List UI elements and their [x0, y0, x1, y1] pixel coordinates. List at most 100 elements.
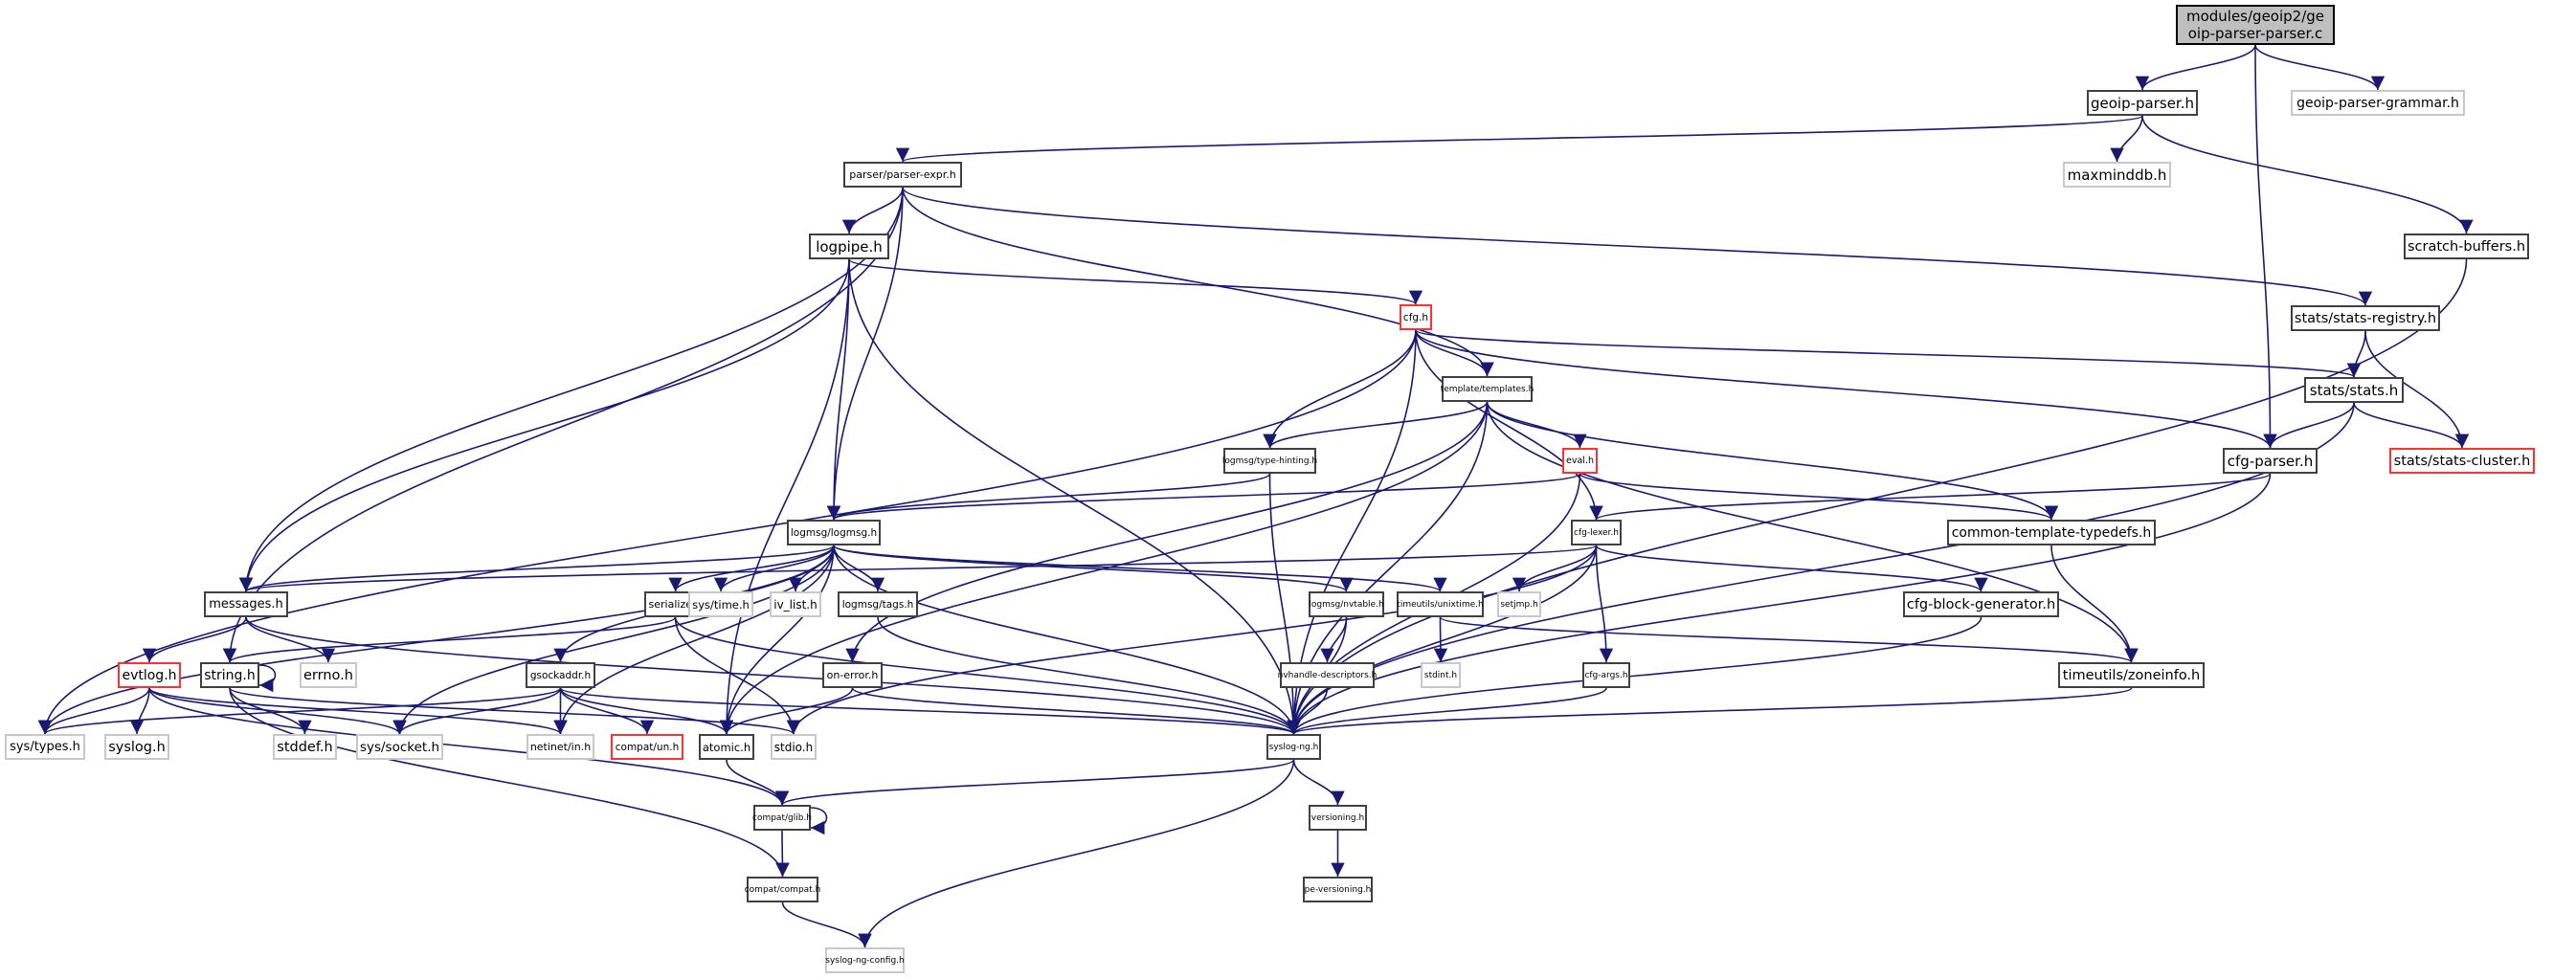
- edge-serialize_h-to-stdio_h: [674, 616, 801, 735]
- edge-cfg_h-to-cfg_parser_h: [1415, 329, 2277, 449]
- node-common-template-typedefs-h[interactable]: common-template-typedefs.h: [1947, 520, 2156, 545]
- node-errno-h[interactable]: errno.h: [300, 662, 357, 688]
- node-eval-h[interactable]: eval.h: [1562, 448, 1598, 474]
- node-stdio-h[interactable]: stdio.h: [771, 734, 817, 760]
- node-parser-expr-h[interactable]: parser/parser-expr.h: [843, 162, 962, 188]
- edge-common_template_typedefs_h-to-zoneinfo_h: [2050, 545, 2139, 663]
- node-geoip-parser-h[interactable]: geoip-parser.h: [2087, 90, 2198, 116]
- node-cfg-block-generator-h[interactable]: cfg-block-generator.h: [1903, 591, 2059, 617]
- node-zoneinfo-h[interactable]: timeutils/zoneinfo.h: [2058, 662, 2205, 688]
- node-unixtime-h[interactable]: timeutils/unixtime.h: [1397, 591, 1484, 617]
- edge-type_hinting_h-to-logmsg_h: [827, 473, 1271, 521]
- node-root-file[interactable]: modules/geoip2/geoip-parser-parser.c: [2176, 5, 2335, 45]
- node-evtlog-h[interactable]: evtlog.h: [118, 662, 181, 688]
- edge-scratch_buffers_h-to-syslog_ng_h: [1287, 258, 2468, 735]
- edge-compat_compat_h-to-syslog_ng_config_h: [781, 901, 872, 948]
- edge-parser_expr_h-to-string_h: [222, 187, 904, 663]
- edge-cfg_lexer_h-to-syslog_ng_h: [1287, 545, 1598, 735]
- node-type-hinting-h[interactable]: logmsg/type-hinting.h: [1222, 448, 1317, 474]
- node-compat-compat-h[interactable]: compat/compat.h: [745, 877, 820, 902]
- node-netinet-in-h[interactable]: netinet/in.h: [526, 734, 594, 760]
- node-stddef-h[interactable]: stddef.h: [273, 734, 337, 760]
- node-versioning-h[interactable]: versioning.h: [1309, 805, 1367, 831]
- edge-logpipe_h-to-cfg_h: [848, 258, 1422, 305]
- edge-templates_h-to-type_hinting_h: [1263, 401, 1489, 449]
- node-gsockaddr-h[interactable]: gsockaddr.h: [526, 662, 595, 688]
- edge-evtlog_h-to-netinet_in_h: [148, 687, 568, 735]
- edge-on_error_h-to-syslog_ng_h: [851, 687, 1301, 735]
- edge-gsockaddr_h-to-atomic_h: [559, 687, 734, 735]
- node-stats-registry-h[interactable]: stats/stats-registry.h: [2291, 305, 2440, 331]
- node-compat-glib-h[interactable]: compat/glib.h: [752, 805, 812, 831]
- node-pe-versioning-h[interactable]: pe-versioning.h: [1303, 877, 1373, 902]
- node-maxminddb-h[interactable]: maxminddb.h: [2063, 162, 2171, 188]
- edge-root-to-geoip_parser_grammar_h: [2254, 44, 2386, 91]
- edge-templates_h-to-common_template_typedefs_h: [1486, 401, 2059, 521]
- edge-evtlog_h-to-sys_socket_h: [148, 687, 407, 735]
- edge-evtlog_h-to-sys_types_h: [37, 687, 150, 735]
- edge-compat_glib_h-to-compat_compat_h: [775, 830, 790, 878]
- node-string-h[interactable]: string.h: [200, 662, 259, 688]
- edge-gsockaddr_h-to-sys_socket_h: [392, 687, 562, 735]
- node-atomic-h[interactable]: atomic.h: [699, 734, 754, 760]
- edge-stats_registry_h-to-stats_cluster_h: [2364, 330, 2470, 449]
- edge-messages_h-to-errno_h: [245, 616, 336, 663]
- edge-cfg_h-to-cfg_lexer_h: [1415, 329, 1603, 521]
- node-syslog-h[interactable]: syslog.h: [104, 734, 169, 760]
- edge-logmsg_h-to-messages_h: [239, 545, 835, 592]
- edge-logmsg_h-to-serialize_h: [668, 545, 835, 592]
- edge-cfg_h-to-type_hinting_h: [1263, 329, 1417, 449]
- node-syslog-ng-h[interactable]: syslog-ng.h: [1266, 734, 1321, 760]
- node-cfg-lexer-h[interactable]: cfg-lexer.h: [1571, 520, 1622, 545]
- node-iv-list-h[interactable]: iv_list.h: [770, 591, 821, 617]
- edge-parser_expr_h-to-logmsg_h: [826, 187, 904, 521]
- node-stats-cluster-h[interactable]: stats/stats-cluster.h: [2389, 448, 2535, 474]
- edge-syslog_ng_h-to-versioning_h: [1292, 759, 1345, 806]
- edge-cfg_parser_h-to-cfg_lexer_h: [1589, 473, 2272, 521]
- node-sys-time-h[interactable]: sys/time.h: [688, 591, 753, 617]
- node-tags-h[interactable]: logmsg/tags.h: [838, 591, 918, 617]
- node-on-error-h[interactable]: on-error.h: [822, 662, 883, 688]
- node-syslog-ng-config-h[interactable]: syslog-ng-config.h: [825, 947, 905, 973]
- node-geoip-parser-grammar-h[interactable]: geoip-parser-grammar.h: [2291, 90, 2465, 116]
- node-scratch-buffers-h[interactable]: scratch-buffers.h: [2404, 234, 2529, 259]
- node-cfg-args-h[interactable]: cfg-args.h: [1582, 662, 1630, 688]
- edge-stats_registry_h-to-stats_h: [2346, 330, 2366, 378]
- node-templates-h[interactable]: template/templates.h: [1441, 376, 1534, 402]
- edge-serialize_h-to-string_h: [223, 616, 677, 663]
- node-logmsg-h[interactable]: logmsg/logmsg.h: [787, 520, 881, 545]
- node-setjmp-h[interactable]: setjmp.h: [1497, 591, 1541, 617]
- node-stats-h[interactable]: stats/stats.h: [2304, 377, 2404, 403]
- edge-compat_glib_h-to-compat_glib_h: [810, 807, 828, 835]
- node-nvhandle-descriptors-h[interactable]: nvhandle-descriptors.h: [1278, 662, 1377, 688]
- edge-logmsg_h-to-sys_time_h: [713, 545, 835, 592]
- node-sys-socket-h[interactable]: sys/socket.h: [356, 734, 443, 760]
- edge-logpipe_h-to-syslog_ng_h: [848, 258, 1301, 735]
- edge-templates_h-to-on_error_h: [845, 401, 1489, 663]
- edge-string_h-to-compat_compat_h: [229, 687, 790, 878]
- edge-tags_h-to-syslog_ng_h: [877, 616, 1301, 735]
- edge-cfg_h-to-sys_types_h: [37, 329, 1417, 735]
- node-stdint-h[interactable]: stdint.h: [1421, 662, 1461, 688]
- node-compat-un-h[interactable]: compat/un.h: [611, 734, 683, 760]
- node-sys-types-h[interactable]: sys/types.h: [5, 734, 85, 760]
- edge-parser_expr_h-to-templates_h: [902, 187, 1494, 377]
- edge-evtlog_h-to-syslog_h: [129, 687, 150, 735]
- edge-syslog_ng_h-to-syslog_ng_config_h: [858, 759, 1295, 948]
- edge-templates_h-to-zoneinfo_h: [1486, 401, 2139, 663]
- edge-syslog_ng_h-to-compat_glib_h: [775, 759, 1295, 806]
- edge-gsockaddr_h-to-sys_types_h: [38, 687, 562, 735]
- edge-root-to-geoip_parser_h: [2135, 44, 2256, 91]
- node-logpipe-h[interactable]: logpipe.h: [809, 234, 889, 259]
- node-cfg-parser-h[interactable]: cfg-parser.h: [2223, 448, 2318, 474]
- node-nvtable-h[interactable]: logmsg/nvtable.h: [1309, 591, 1384, 617]
- edge-on_error_h-to-atomic_h: [719, 687, 854, 735]
- edge-serialize_h-to-syslog_ng_h: [674, 616, 1301, 735]
- edge-evtlog_h-to-compat_glib_h: [148, 687, 790, 806]
- node-messages-h[interactable]: messages.h: [204, 591, 288, 617]
- edge-eval_h-to-logmsg_h: [827, 473, 1581, 521]
- node-cfg-h[interactable]: cfg.h: [1400, 304, 1432, 330]
- edge-logpipe_h-to-logmsg_h: [826, 258, 850, 521]
